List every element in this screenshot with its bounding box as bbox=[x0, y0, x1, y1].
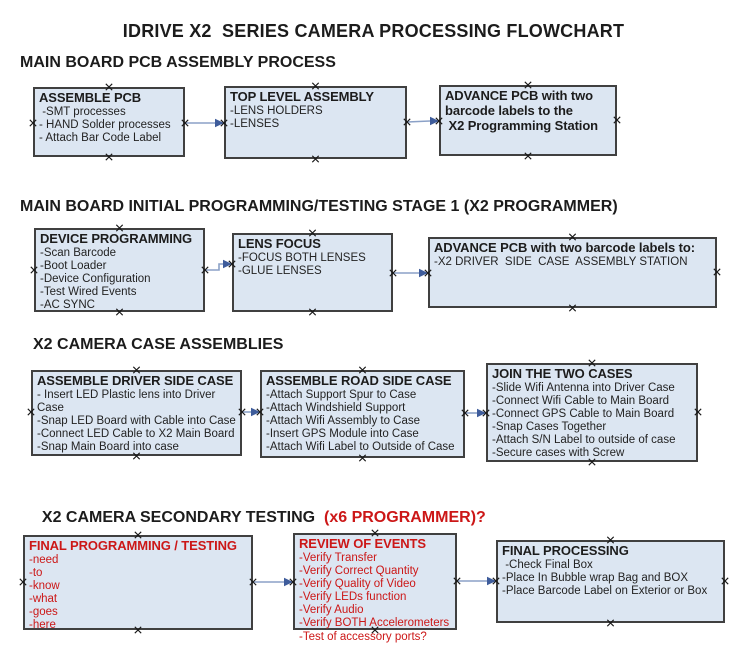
flow-arrow-head bbox=[487, 576, 496, 586]
box-item-text: -Snap Cases Together bbox=[492, 421, 607, 434]
box-title: FINAL PROGRAMMING / TESTING bbox=[29, 538, 237, 553]
flow-box-device-programming: DEVICE PROGRAMMING -Scan Barcode-Boot Lo… bbox=[34, 228, 205, 312]
box-item-text: -Snap LED Board with Cable into Case bbox=[37, 415, 236, 428]
box-item-text: - HAND Solder processes bbox=[39, 119, 171, 132]
box-item-text: -Place In Bubble wrap Bag and BOX bbox=[502, 572, 689, 585]
box-item-text: -Verify Correct Quantity bbox=[299, 565, 419, 578]
box-items: -Verify Transfer-Verify Correct Quantity… bbox=[299, 552, 451, 644]
flow-arrow-head bbox=[215, 118, 224, 128]
box-items: -need-to-know-what-goes-here bbox=[29, 554, 247, 633]
box-items: -Scan Barcode-Boot Loader-Device Configu… bbox=[40, 247, 199, 312]
flow-box-top-level-assembly: TOP LEVEL ASSEMBLY -LENS HOLDERS-LENSES bbox=[224, 86, 407, 159]
box-item-text: -Verify Quality of Video bbox=[299, 578, 416, 591]
flow-box-assemble-road-side-case: ASSEMBLE ROAD SIDE CASE -Attach Support … bbox=[260, 370, 465, 458]
box-title: TOP LEVEL ASSEMBLY bbox=[230, 89, 374, 104]
box-item-text: -goes bbox=[29, 606, 58, 619]
box-item-text: -Connect LED Cable to X2 Main Board bbox=[37, 428, 235, 441]
flow-arrow-head bbox=[223, 259, 232, 269]
flow-box-lens-focus: LENS FOCUS -FOCUS BOTH LENSES-GLUE LENSE… bbox=[232, 233, 393, 312]
flow-arrow-line bbox=[406, 120, 431, 123]
flow-arrow-head bbox=[419, 268, 428, 278]
box-items: -Attach Support Spur to Case-Attach Wind… bbox=[266, 389, 459, 454]
section-header-initial-programming: MAIN BOARD INITIAL PROGRAMMING/TESTING S… bbox=[20, 198, 618, 215]
section-header-case-assemblies: X2 CAMERA CASE ASSEMBLIES bbox=[33, 336, 284, 353]
box-item-text: -know bbox=[29, 580, 60, 593]
box-title: JOIN THE TWO CASES bbox=[492, 366, 633, 381]
box-item-text: -Verify BOTH Accelerometers bbox=[299, 617, 450, 630]
section-header-pcb-assembly: MAIN BOARD PCB ASSEMBLY PROCESS bbox=[20, 54, 336, 71]
box-item-text: -need bbox=[29, 553, 59, 566]
flow-box-assemble-driver-side-case: ASSEMBLE DRIVER SIDE CASE - Insert LED P… bbox=[31, 370, 242, 456]
box-item-text: -Connect GPS Cable to Main Board bbox=[492, 408, 675, 421]
box-item-text: -Attach Windshield Support bbox=[266, 402, 406, 415]
box-item-text: -Check Final Box bbox=[502, 558, 593, 571]
box-title: ASSEMBLE ROAD SIDE CASE bbox=[266, 373, 452, 388]
box-item-text: -what bbox=[29, 593, 58, 606]
box-item-text: - Insert LED Plastic lens into Driver Ca… bbox=[37, 388, 219, 415]
page-title: IDRIVE X2 SERIES CAMERA PROCESSING FLOWC… bbox=[122, 21, 625, 41]
box-item-text: -LENSES bbox=[230, 118, 280, 131]
box-item-text: -Attach S/N Label to outside of case bbox=[492, 434, 676, 447]
box-item-text: -AC SYNC bbox=[40, 299, 95, 312]
flow-arrow-head bbox=[430, 116, 439, 126]
box-items: -Check Final Box-Place In Bubble wrap Ba… bbox=[502, 559, 719, 598]
box-item-text: -SMT processes bbox=[39, 105, 126, 118]
box-item-text: -Verify Transfer bbox=[299, 551, 377, 564]
box-item-text: -Test Wired Events bbox=[40, 286, 137, 299]
flow-box-join-the-two-cases: JOIN THE TWO CASES -Slide Wifi Antenna i… bbox=[486, 363, 698, 462]
box-item-text: -Attach Wifi Assembly to Case bbox=[266, 415, 421, 428]
box-item-text: -Insert GPS Module into Case bbox=[266, 428, 419, 441]
box-item-text: -Attach Support Spur to Case bbox=[266, 388, 417, 401]
box-item-text: -Boot Loader bbox=[40, 260, 107, 273]
box-item-text: -to bbox=[29, 567, 43, 580]
box-item-text: -X2 DRIVER SIDE CASE ASSEMBLY STATION bbox=[434, 255, 688, 268]
box-item-text: -Connect Wifi Cable to Main Board bbox=[492, 395, 670, 408]
flow-arrow-head bbox=[477, 408, 486, 418]
box-items: -X2 DRIVER SIDE CASE ASSEMBLY STATION bbox=[434, 256, 711, 269]
box-title: ADVANCE PCB with two barcode labels to: bbox=[434, 240, 695, 255]
box-item-text: -Snap Main Board into case bbox=[37, 441, 179, 454]
section-header-secondary-testing: X2 CAMERA SECONDARY TESTING (x6 PROGRAMM… bbox=[33, 491, 486, 527]
flow-box-advance-pcb-driver-side: ADVANCE PCB with two barcode labels to: … bbox=[428, 237, 717, 308]
box-title: ASSEMBLE PCB bbox=[39, 90, 142, 105]
box-title: DEVICE PROGRAMMING bbox=[40, 231, 193, 246]
box-item-text: -Device Configuration bbox=[40, 273, 151, 286]
section-header-secondary-testing-red: (x6 PROGRAMMER)? bbox=[319, 509, 486, 526]
box-item-text: -Secure cases with Screw bbox=[492, 447, 625, 460]
section-header-secondary-testing-black: X2 CAMERA SECONDARY TESTING bbox=[41, 509, 320, 526]
box-title: REVIEW OF EVENTS bbox=[299, 536, 426, 551]
flow-box-assemble-pcb: ASSEMBLE PCB -SMT processes- HAND Solder… bbox=[33, 87, 185, 157]
flow-arrow-head bbox=[251, 407, 260, 417]
box-item-text: -Scan Barcode bbox=[40, 246, 117, 259]
flow-arrow-line bbox=[205, 263, 223, 271]
box-title: FINAL PROCESSING bbox=[502, 543, 629, 558]
box-item-text: -Verify Audio bbox=[299, 604, 364, 617]
box-title: ADVANCE PCB with two barcode labels to t… bbox=[445, 88, 599, 133]
box-items: -Slide Wifi Antenna into Driver Case-Con… bbox=[492, 382, 692, 461]
flow-box-advance-pcb-programming-station: ADVANCE PCB with two barcode labels to t… bbox=[439, 85, 617, 156]
box-item-text: -Slide Wifi Antenna into Driver Case bbox=[492, 381, 675, 394]
box-item-text: -Verify LEDs function bbox=[299, 591, 407, 604]
box-item-text: -FOCUS BOTH LENSES bbox=[238, 251, 366, 264]
flow-arrow-head bbox=[284, 577, 293, 587]
box-item-text: -LENS HOLDERS bbox=[230, 104, 323, 117]
box-item-text: -Attach Wifi Label to Outside of Case bbox=[266, 441, 455, 454]
box-items: -FOCUS BOTH LENSES-GLUE LENSES bbox=[238, 252, 387, 278]
box-item-text: - Attach Bar Code Label bbox=[39, 132, 162, 145]
box-items: -LENS HOLDERS-LENSES bbox=[230, 105, 401, 131]
flow-box-final-programming-testing: FINAL PROGRAMMING / TESTING -need-to-kno… bbox=[23, 535, 253, 633]
box-item-text: -here bbox=[29, 619, 56, 632]
box-item-text: -GLUE LENSES bbox=[238, 265, 322, 278]
box-title: ASSEMBLE DRIVER SIDE CASE bbox=[37, 373, 234, 388]
flow-box-review-of-events: REVIEW OF EVENTS -Verify Transfer-Verify… bbox=[293, 533, 457, 643]
flow-box-final-processing: FINAL PROCESSING -Check Final Box-Place … bbox=[496, 540, 725, 623]
box-title: LENS FOCUS bbox=[238, 236, 321, 251]
box-items: - Insert LED Plastic lens into Driver Ca… bbox=[37, 389, 236, 454]
box-item-text: -Test of accessory ports? bbox=[299, 630, 427, 643]
box-item-text: -Place Barcode Label on Exterior or Box bbox=[502, 585, 708, 598]
box-items: -SMT processes- HAND Solder processes- A… bbox=[39, 106, 179, 145]
